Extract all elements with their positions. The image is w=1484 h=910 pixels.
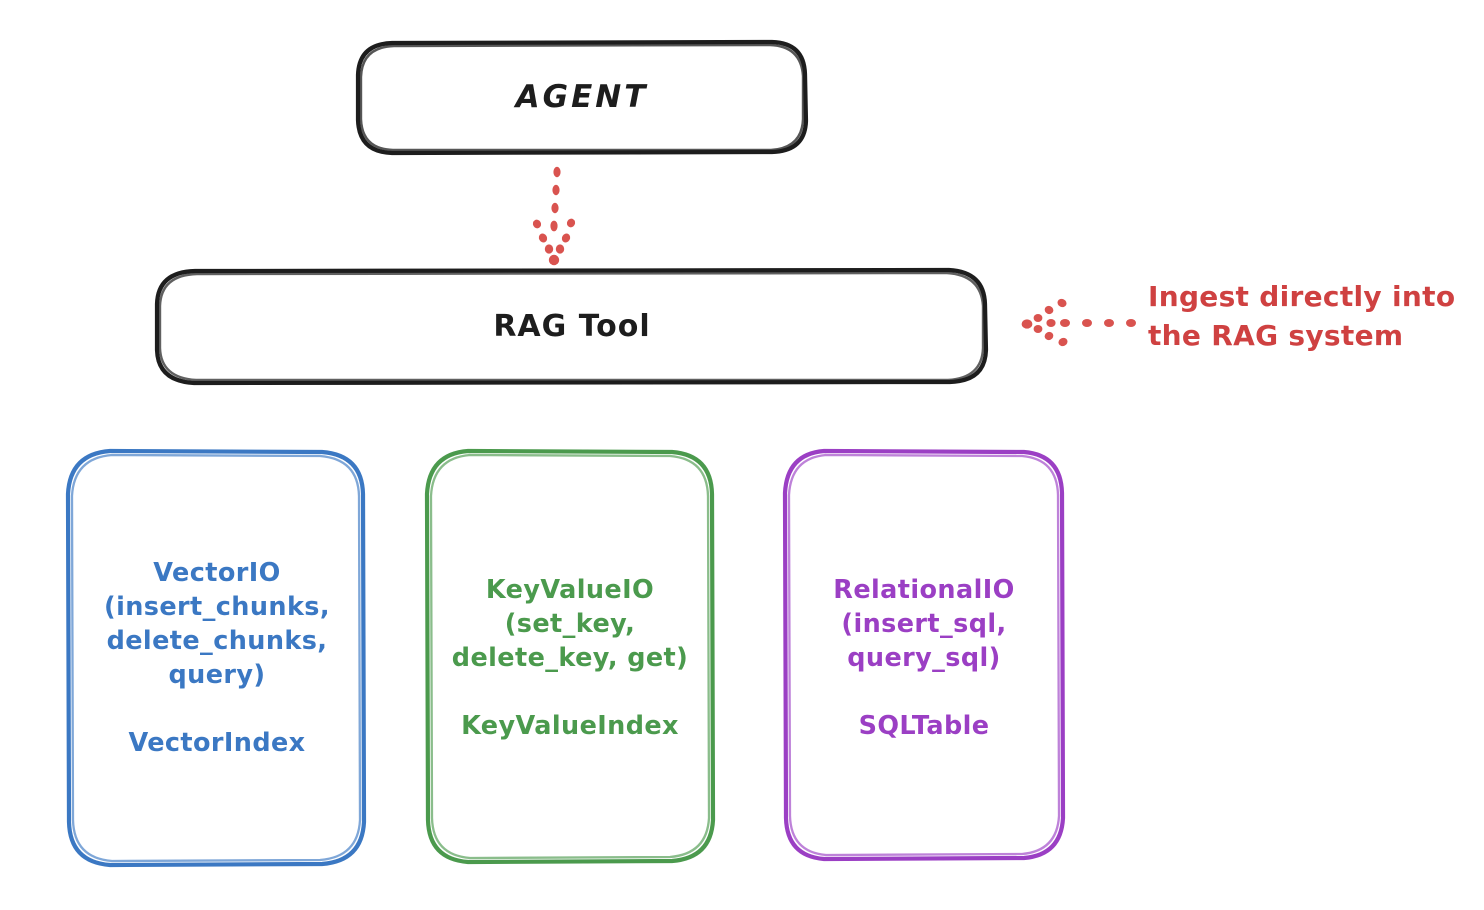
ingest-annotation-text: Ingest directly into the RAG system	[1148, 280, 1456, 352]
relational-store-api-label: RelationalIO (insert_sql, query_sql)	[833, 574, 1015, 673]
agent-node-label: AGENT	[515, 79, 649, 116]
keyvalue-store-api-label: KeyValueIO (set_key, delete_key, get)	[451, 574, 689, 673]
rag-tool-node-label: RAG Tool	[493, 308, 651, 344]
vector-store-node: VectorIO (insert_chunks, delete_chunks, …	[72, 452, 362, 864]
relational-store-index-label: SQLTable	[858, 710, 990, 741]
keyvalue-store-node: KeyValueIO (set_key, delete_key, get) Ke…	[430, 452, 710, 864]
vector-store-api-label: VectorIO (insert_chunks, delete_chunks, …	[104, 557, 330, 690]
relational-store-node: RelationalIO (insert_sql, query_sql) SQL…	[788, 452, 1060, 864]
keyvalue-store-index-label: KeyValueIndex	[461, 710, 679, 741]
vector-store-index-label: VectorIndex	[128, 727, 306, 758]
ingest-to-rag-connector	[1021, 298, 1136, 347]
agent-to-rag-connector	[532, 166, 576, 266]
